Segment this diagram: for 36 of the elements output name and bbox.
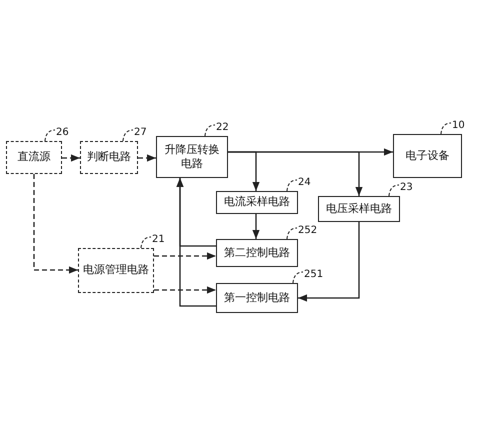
reference-number: 252 [298,225,318,237]
dashed-block [80,141,138,174]
reference-number: 22 [216,122,229,134]
dashed-arrow [154,252,216,260]
dashed-arrow [138,154,156,162]
arrow [176,178,216,307]
block-label: 电流采样电路 [224,195,290,210]
reference-number: 10 [452,120,465,132]
block-label: 第二控制电路 [224,246,290,260]
dashed-arrow [33,174,78,274]
block-label: 电子设备 [406,148,450,164]
reference-number: 23 [400,182,413,194]
block-label: 电源管理电路 [83,263,149,278]
reference-number: 21 [152,234,165,246]
arrow [252,214,260,239]
circuit-block [216,283,298,313]
circuit-block [156,136,228,178]
arrow [298,222,360,302]
reference-number: 27 [134,127,147,139]
dashed-arrow [154,286,216,294]
reference-number: 26 [56,127,69,139]
block-label: 直流源 [18,150,50,165]
block-label: 判断电路 [87,150,131,165]
dashed-block [6,141,62,174]
block-label: 第一控制电路 [224,290,290,306]
block-label: 升降压转换电路 [164,142,220,172]
circuit-block [393,134,462,178]
dashed-arrow [62,154,80,162]
circuit-block [216,191,298,214]
reference-number: 251 [304,269,324,281]
dashed-block [78,248,154,293]
block-label: 电压采样电路 [326,202,392,216]
arrow [228,151,363,196]
circuit-block [216,239,298,267]
reference-number: 24 [298,177,311,189]
circuit-block [318,196,400,222]
